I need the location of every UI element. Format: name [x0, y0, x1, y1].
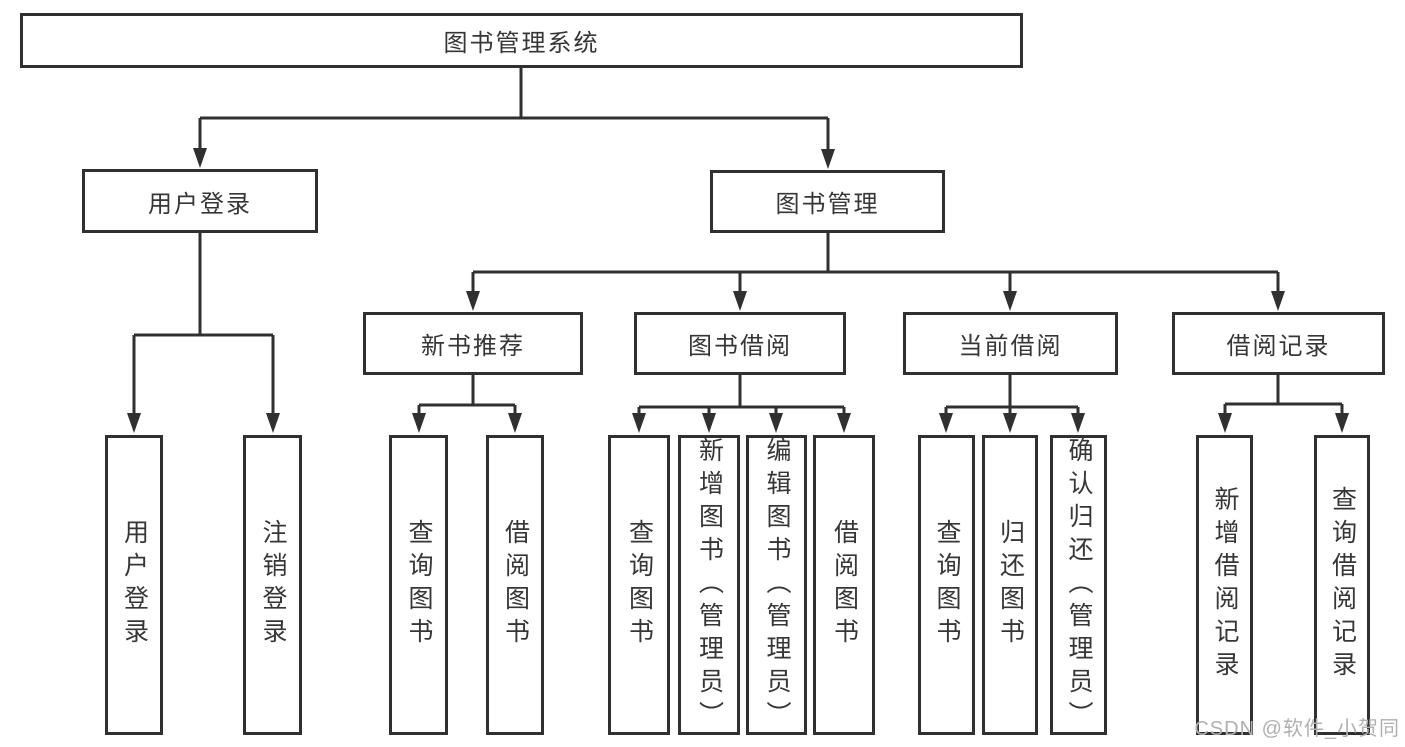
node-label: 查询借阅记录 — [1328, 486, 1357, 684]
node-label: 用户登录 — [120, 519, 149, 651]
node-label: 借阅记录 — [1226, 333, 1331, 360]
leaf-logout: 注销登录 — [243, 435, 302, 735]
leaf-edit-book-admin: 编辑图书（管理员） — [746, 435, 807, 735]
leaf-return-book: 归还图书 — [982, 435, 1038, 735]
node-new-book-recommend: 新书推荐 — [363, 312, 583, 375]
leaf-borrow-books: 借阅图书 — [813, 435, 875, 735]
node-current-borrowing: 当前借阅 — [903, 312, 1118, 375]
node-label: 图书管理 — [775, 191, 880, 218]
leaf-add-borrow-record: 新增借阅记录 — [1196, 435, 1253, 735]
leaf-user-login: 用户登录 — [105, 435, 163, 735]
node-label: 图书借阅 — [688, 333, 792, 360]
node-label: 注销登录 — [259, 519, 287, 651]
node-label: 用户登录 — [148, 190, 252, 218]
leaf-query-borrow-record: 查询借阅记录 — [1314, 435, 1370, 735]
node-label: 查询图书 — [933, 519, 961, 651]
node-label: 借阅图书 — [501, 519, 530, 651]
watermark: CSDN @软件_小贺同学 — [1194, 718, 1400, 740]
leaf-query-books-current: 查询图书 — [918, 435, 975, 735]
node-label: 借阅图书 — [830, 519, 859, 651]
leaf-query-books-borrow: 查询图书 — [608, 435, 670, 735]
node-book-management: 图书管理 — [710, 170, 945, 233]
node-label: 新书推荐 — [421, 333, 525, 360]
leaf-query-books-recommend: 查询图书 — [389, 435, 448, 735]
node-label: 查询图书 — [625, 519, 654, 651]
leaf-confirm-return-admin: 确认归还（管理员） — [1050, 435, 1107, 735]
node-label: 确认归还（管理员） — [1065, 436, 1093, 734]
node-book-borrowing: 图书借阅 — [634, 312, 846, 375]
node-label: 编辑图书（管理员） — [763, 436, 791, 734]
node-label: 新增图书（管理员） — [695, 436, 724, 734]
node-label: 图书管理系统 — [443, 30, 600, 57]
node-label: 当前借阅 — [958, 333, 1063, 360]
node-label: 新增借阅记录 — [1211, 486, 1239, 684]
node-label: 查询图书 — [405, 519, 433, 651]
node-user-login: 用户登录 — [82, 169, 318, 233]
node-borrowing-records: 借阅记录 — [1172, 312, 1385, 375]
node-library-management-system: 图书管理系统 — [20, 13, 1023, 68]
leaf-add-book-admin: 新增图书（管理员） — [678, 435, 740, 735]
leaf-borrow-books-recommend: 借阅图书 — [486, 435, 544, 735]
node-label: 归还图书 — [996, 519, 1025, 651]
